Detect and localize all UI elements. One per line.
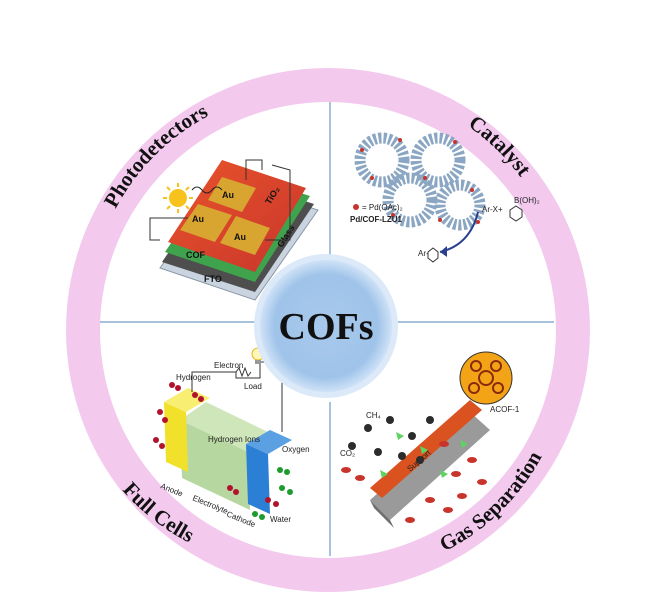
ch4-label: CH₄ — [366, 411, 381, 420]
support-membrane — [370, 412, 490, 520]
fto-label: FTO — [204, 274, 222, 284]
photodetector-illustration: Au Au Au COF TiO₂ Glass FTO — [149, 159, 319, 301]
oxygen-molecules — [252, 467, 293, 520]
pd-oac-label: = Pd(OAc)₂ — [362, 203, 403, 212]
anode-plate — [164, 402, 188, 472]
au-electrode-1 — [180, 204, 232, 242]
circuit-wire-top — [245, 159, 263, 180]
electrolyte-top — [180, 402, 272, 452]
au-label-3: Au — [222, 190, 234, 200]
cof-framework-atoms — [360, 138, 480, 224]
cof-label: COF — [186, 250, 206, 260]
gas-separation-illustration: Support ACOF-1 CO — [340, 351, 520, 528]
light-wave-icon — [191, 186, 223, 194]
circuit-wire-left — [149, 217, 188, 241]
co2-molecules — [341, 441, 487, 523]
au-label-1: Au — [192, 214, 204, 224]
membrane-edge — [370, 500, 394, 528]
acof-crystal-icon — [459, 351, 513, 405]
circuit-wire-right — [265, 164, 291, 241]
cof-framework-rings — [354, 132, 486, 231]
plus-label: + — [498, 205, 503, 214]
permeation-arrows — [380, 432, 468, 478]
au-label-2: Au — [234, 232, 246, 242]
reaction-arrow-head — [440, 246, 447, 257]
anode-top — [164, 388, 210, 412]
au-electrode-2 — [220, 216, 270, 255]
pd-cof-label: Pd/COF-LZU1 — [350, 215, 403, 224]
cof-layer — [168, 160, 306, 272]
acof-label: ACOF-1 — [490, 405, 520, 414]
load-label: Load — [244, 382, 262, 391]
oxygen-label: Oxygen — [282, 445, 310, 454]
pd-marker-icon — [353, 204, 359, 210]
ch4-molecules — [348, 416, 434, 464]
catalyst-illustration: = Pd(OAc)₂ Pd/COF-LZU1 Ar-X + B(OH)₂ Ar- — [350, 132, 540, 263]
ar-x-label: Ar-X — [482, 205, 499, 214]
resistor-icon — [235, 366, 252, 378]
hydrogen-ions-label: Hydrogen Ions — [208, 435, 260, 444]
boronic-acid-label: B(OH)₂ — [514, 196, 540, 205]
water-label: Water — [270, 515, 291, 524]
product-benzene-icon — [427, 247, 439, 263]
center-disc — [260, 260, 392, 392]
center-title: COFs — [279, 306, 374, 348]
cathode-top — [246, 430, 292, 454]
product-ar-label: Ar- — [418, 249, 429, 258]
fuel-cell-illustration: Hydrogen Electron Load Hydrogen Ions Oxy… — [153, 347, 310, 529]
au-electrode-3 — [208, 177, 256, 212]
benzene-ring-icon — [509, 205, 523, 222]
hydrogen-label: Hydrogen — [176, 373, 211, 382]
sun-icon — [163, 183, 193, 213]
co2-label: CO₂ — [340, 449, 355, 458]
cathode-plate — [246, 444, 270, 514]
electron-label: Electron — [214, 361, 243, 370]
hydrogen-molecules — [153, 382, 279, 507]
